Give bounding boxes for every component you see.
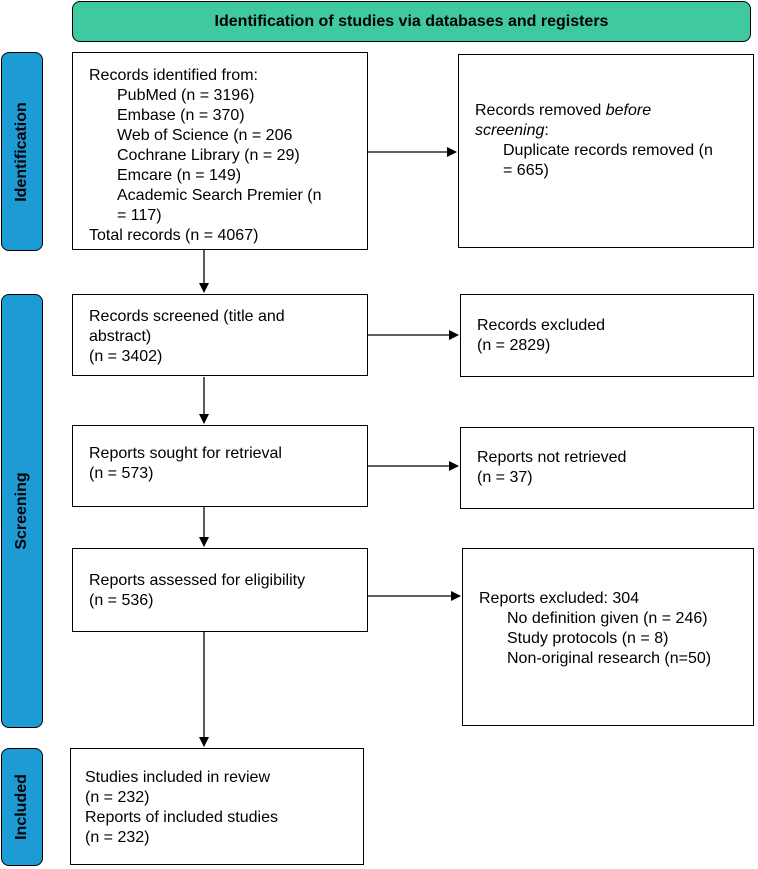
not-retrieved-line2: (n = 37) [477,469,533,486]
reports-excluded-box: Reports excluded: 304 No definition give… [462,548,754,726]
header-bar: Identification of studies via databases … [72,1,751,42]
source-academic-search: Academic Search Premier (n [117,187,322,204]
screened-line3: (n = 3402) [89,348,163,365]
included-line4: (n = 232) [85,829,150,846]
reports-assessed-box: Reports assessed for eligibility (n = 53… [72,548,368,632]
included-line2: (n = 232) [85,789,150,806]
source-academic-search-cont: = 117) [117,207,162,224]
reason-study-protocols: Study protocols (n = 8) [507,630,669,647]
records-removed-em1: before [605,102,652,119]
studies-included-box: Studies included in review (n = 232) Rep… [70,748,364,865]
included-line1: Studies included in review [85,769,270,786]
duplicates-line1: Duplicate records removed (n [503,142,713,159]
records-removed-box: Records removed before screening: Duplic… [458,54,754,248]
records-removed-title: Records removed before [475,101,753,121]
reports-sought-box: Reports sought for retrieval (n = 573) [72,425,368,507]
reason-non-original: Non-original research (n=50) [507,650,712,667]
reason-no-definition: No definition given (n = 246) [507,610,708,627]
assessed-line2: (n = 536) [89,592,154,609]
duplicates-line2: = 665) [503,162,549,179]
assessed-line1: Reports assessed for eligibility [89,572,306,589]
records-removed-post: : [544,122,549,139]
source-emcare: Emcare (n = 149) [117,167,242,184]
records-excluded-box: Records excluded (n = 2829) [460,294,754,377]
source-cochrane: Cochrane Library (n = 29) [117,147,300,164]
excluded-line2: (n = 2829) [477,337,551,354]
records-removed-title-cont: screening: [475,121,753,141]
records-intro: Records identified from: [89,67,258,84]
phase-identification: Identification [1,52,43,251]
screened-line2: abstract) [89,328,152,345]
records-screened-box: Records screened (title and abstract) (n… [72,294,368,376]
reports-excluded-title: Reports excluded: 304 [479,590,640,607]
phase-included: Included [1,748,43,866]
phase-screening: Screening [1,294,43,728]
total-records: Total records (n = 4067) [89,227,259,244]
records-removed-em2: screening [475,122,545,139]
records-identified-box: Records identified from: PubMed (n = 319… [72,52,368,250]
sought-line2: (n = 573) [89,465,154,482]
source-web-of-science: Web of Science (n = 206 [117,127,293,144]
reports-not-retrieved-box: Reports not retrieved (n = 37) [460,427,754,509]
records-removed-pre: Records removed [475,102,606,119]
included-line3: Reports of included studies [85,809,278,826]
excluded-line1: Records excluded [477,317,606,334]
not-retrieved-line1: Reports not retrieved [477,449,627,466]
header-title: Identification of studies via databases … [214,12,609,30]
sought-line1: Reports sought for retrieval [89,445,282,462]
source-pubmed: PubMed (n = 3196) [117,87,255,104]
screened-line1: Records screened (title and [89,308,285,325]
source-embase: Embase (n = 370) [117,107,245,124]
